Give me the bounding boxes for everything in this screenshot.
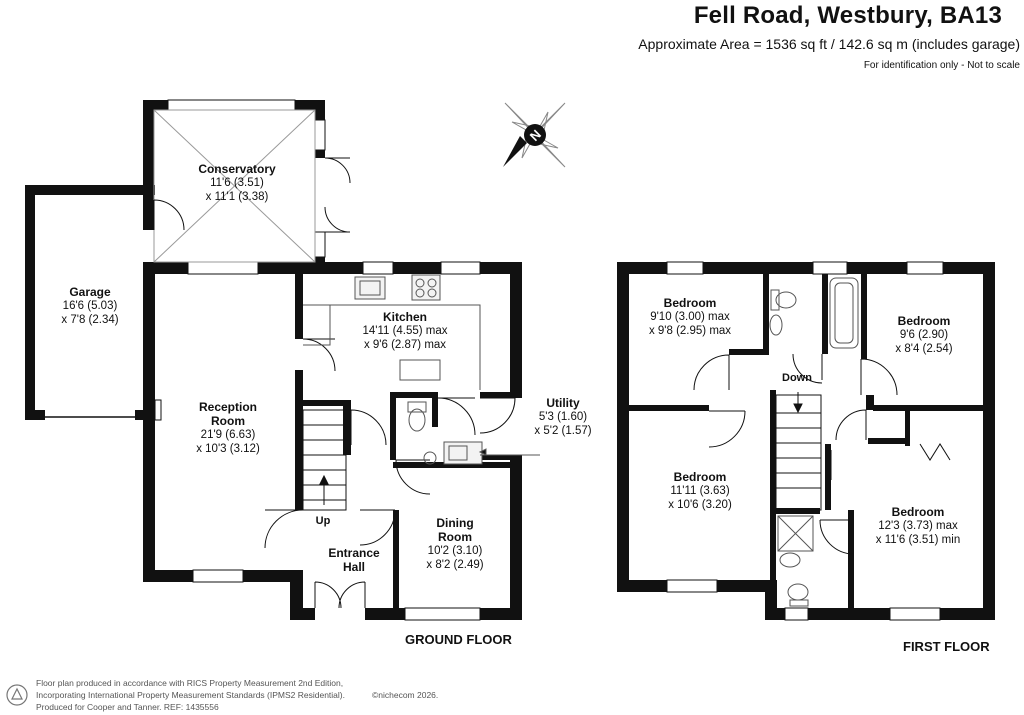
room-label-dining: Dining Room 10'2 (3.10) x 8'2 (2.49) [426, 516, 484, 571]
room-label-bedroom-bottom-right: Bedroom 12'3 (3.73) max x 11'6 (3.51) mi… [875, 505, 961, 546]
room-label-bedroom-bottom-left: Bedroom 11'11 (3.63) x 10'6 (3.20) [668, 470, 732, 511]
ground-floor-stairs [302, 409, 347, 511]
first-floor-walls [617, 262, 995, 620]
property-title: Fell Road, Westbury, BA13 [693, 2, 1002, 29]
first-floor-windows [666, 261, 944, 621]
room-label-kitchen: Kitchen 14'11 (4.55) max x 9'6 (2.87) ma… [362, 310, 448, 351]
room-label-conservatory: Conservatory 11'6 (3.51) x 11'1 (3.38) [198, 162, 276, 203]
room-label-bedroom-top-right: Bedroom 9'6 (2.90) x 8'4 (2.54) [895, 314, 953, 355]
ground-floor-windows [167, 99, 481, 621]
first-floor-label: FIRST FLOOR [903, 639, 990, 654]
footer-line-3: Produced for Cooper and Tanner. REF: 143… [36, 702, 219, 712]
rics-logo-icon [6, 684, 28, 706]
footer-line-1: Floor plan produced in accordance with R… [36, 678, 344, 688]
footer-brand: ©nichecom 2026. [372, 690, 439, 700]
room-label-utility: Utility 5'3 (1.60) x 5'2 (1.57) [534, 396, 592, 437]
footer-disclaimer: Floor plan produced in accordance with R… [36, 677, 438, 713]
room-label-bedroom-top-left: Bedroom 9'10 (3.00) max x 9'8 (2.95) max [648, 296, 732, 337]
ground-floor-label: GROUND FLOOR [405, 632, 512, 647]
scale-note: For identification only - Not to scale [863, 60, 1020, 71]
first-floor-stairs [775, 392, 822, 511]
kitchen-fixtures [303, 274, 540, 465]
room-label-reception: Reception Room 21'9 (6.63) x 10'3 (3.12) [196, 400, 260, 455]
conservatory-roof-lines [153, 109, 316, 263]
garage-door [45, 399, 162, 421]
room-label-garage: Garage 16'6 (5.03) x 7'8 (2.34) [61, 285, 119, 326]
area-summary: Approximate Area = 1536 sq ft / 142.6 sq… [638, 36, 1020, 52]
room-label-entrance-hall: Entrance Hall [328, 546, 380, 574]
first-floor-bathroom-fixtures [769, 277, 859, 607]
footer-line-2: Incorporating International Property Mea… [36, 690, 345, 700]
first-floor-doors [693, 353, 951, 555]
compass-rose-icon: N [503, 102, 566, 168]
stairs-down-label: Down [782, 372, 812, 384]
stairs-up-label: Up [315, 515, 331, 527]
ground-floor-doors [153, 157, 516, 609]
